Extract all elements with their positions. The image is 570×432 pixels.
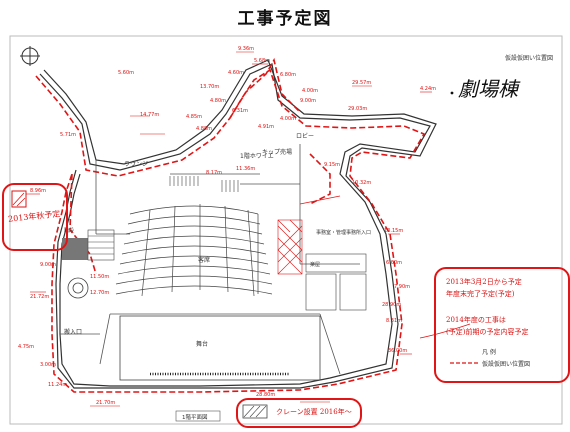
work-zone-right-rooms bbox=[305, 253, 367, 311]
note-box-right: 2013年3月2日から予定 年度末完了予定(予定) 2014年度の工事は (予定… bbox=[434, 267, 570, 383]
dim-label: 4.24m bbox=[420, 86, 436, 92]
room-label-entrance: 搬入口 bbox=[64, 328, 82, 336]
dim-label: 3.00m bbox=[40, 362, 56, 368]
dim-label: 11.50m bbox=[90, 274, 109, 280]
note-right-line-2: 年度末完了予定(予定) bbox=[446, 290, 515, 298]
dim-label: 4.75m bbox=[18, 344, 34, 350]
north-arrow-icon bbox=[20, 46, 40, 66]
legend-top-label: 仮設仮囲い位置図 bbox=[505, 54, 553, 62]
dim-label: 21.72m bbox=[30, 294, 49, 300]
dim-label: 5.60m bbox=[118, 70, 134, 76]
dim-label: 5.71m bbox=[60, 132, 76, 138]
stage-area bbox=[119, 315, 321, 381]
room-label-auditorium: 客席 bbox=[198, 256, 210, 264]
sheet-border bbox=[9, 35, 563, 425]
dim-label: 7.90m bbox=[394, 284, 410, 290]
dim-label: 4.00m bbox=[280, 116, 296, 122]
work-zone-right bbox=[277, 219, 303, 275]
dim-label: 6.60m bbox=[386, 260, 402, 266]
dimension-labels: 5.60m 9.36m 4.60m 5.68m 13.70m 4.80m 6.8… bbox=[18, 46, 436, 406]
dim-label: 29.03m bbox=[348, 106, 367, 112]
note-right-line-4: (予定)前期の予定内容予定 bbox=[446, 328, 529, 336]
dim-label: 21.70m bbox=[96, 400, 115, 406]
dim-label: 4.60m bbox=[228, 70, 244, 76]
stair-hatch bbox=[169, 176, 239, 192]
dim-label: 8.31m bbox=[386, 318, 402, 324]
floor-plan-sheet: 仮設仮囲い位置図 bbox=[0, 34, 570, 428]
tank-icon bbox=[67, 277, 89, 299]
sheet-label-box: 1階平面図 bbox=[175, 410, 221, 422]
room-label-lounge: ラウンジ bbox=[124, 160, 148, 168]
room-label-mgmt: 事務室・管理事務所入口 bbox=[316, 229, 371, 236]
dim-label: 14.77m bbox=[140, 112, 159, 118]
room-label-lobby: ロビー bbox=[296, 132, 314, 140]
room-label-cloak: キップ売場 bbox=[262, 148, 292, 156]
note-right-line-1: 2013年3月2日から予定 bbox=[446, 278, 522, 286]
dim-label: 6.80m bbox=[280, 72, 296, 78]
dim-label: 9.15m bbox=[324, 162, 340, 168]
dim-label: 4.88m bbox=[196, 126, 212, 132]
dim-label: 13.70m bbox=[200, 84, 219, 90]
building-label: 劇場棟 bbox=[458, 77, 521, 101]
dim-label: 9.00m bbox=[40, 262, 56, 268]
dim-label: 11.24m bbox=[48, 382, 67, 388]
dim-label: 36.00m bbox=[388, 348, 407, 354]
page-title: 工事予定図 bbox=[237, 9, 333, 29]
room-label-backstage: 楽屋 bbox=[310, 261, 320, 268]
note-right-line-3: 2014年度の工事は bbox=[446, 316, 506, 324]
dim-label: 9.36m bbox=[238, 46, 254, 52]
dim-label: 13.15m bbox=[384, 228, 403, 234]
sheet-label: 1階平面図 bbox=[182, 413, 208, 421]
dim-label: 12.70m bbox=[90, 290, 109, 296]
room-label-lobby-1f: 1階ホワイエ bbox=[240, 152, 274, 160]
note-box-left: 2013年秋予定 bbox=[2, 183, 68, 251]
room-label-stage: 舞台 bbox=[196, 340, 208, 348]
room-label-stairs: 階段 bbox=[64, 227, 74, 234]
temporary-fence-line bbox=[35, 57, 426, 393]
note-right-legend-item: 仮設仮囲い位置図 bbox=[482, 361, 531, 368]
note-right-legend-label: 凡 例 bbox=[482, 349, 496, 356]
dim-label: 8.96m bbox=[30, 188, 46, 194]
work-zone-left bbox=[62, 229, 115, 261]
dimension-lines bbox=[26, 51, 432, 407]
dim-label: 10.32m bbox=[352, 180, 371, 186]
legend-dash-icon bbox=[450, 362, 478, 364]
floor-plan-drawing: 仮設仮囲い位置図 bbox=[9, 35, 563, 425]
dim-label: 6.31m bbox=[232, 108, 248, 114]
dim-label: 5.68m bbox=[254, 58, 270, 64]
building-outline bbox=[39, 59, 437, 389]
building-label-dot bbox=[450, 91, 454, 95]
dim-label: 28.90m bbox=[382, 302, 401, 308]
note-box-bottom: クレーン設置 2016年～ bbox=[236, 398, 362, 428]
dim-label: 11.36m bbox=[236, 166, 255, 172]
note-bottom-text: クレーン設置 2016年～ bbox=[276, 408, 352, 416]
note-bottom-hatch-icon bbox=[242, 404, 268, 419]
dim-label: 4.85m bbox=[186, 114, 202, 120]
dim-label: 4.91m bbox=[258, 124, 274, 130]
dim-label: 4.80m bbox=[210, 98, 226, 104]
dim-label: 29.57m bbox=[352, 80, 371, 86]
dim-label: 9.00m bbox=[300, 98, 316, 104]
dim-label: 28.80m bbox=[256, 392, 275, 398]
dim-label: 4.00m bbox=[302, 88, 318, 94]
handwritten-red-marks bbox=[299, 195, 471, 339]
note-left-hatch-icon bbox=[11, 190, 27, 208]
auditorium-seating bbox=[115, 204, 273, 297]
dim-label: 8.17m bbox=[206, 170, 222, 176]
